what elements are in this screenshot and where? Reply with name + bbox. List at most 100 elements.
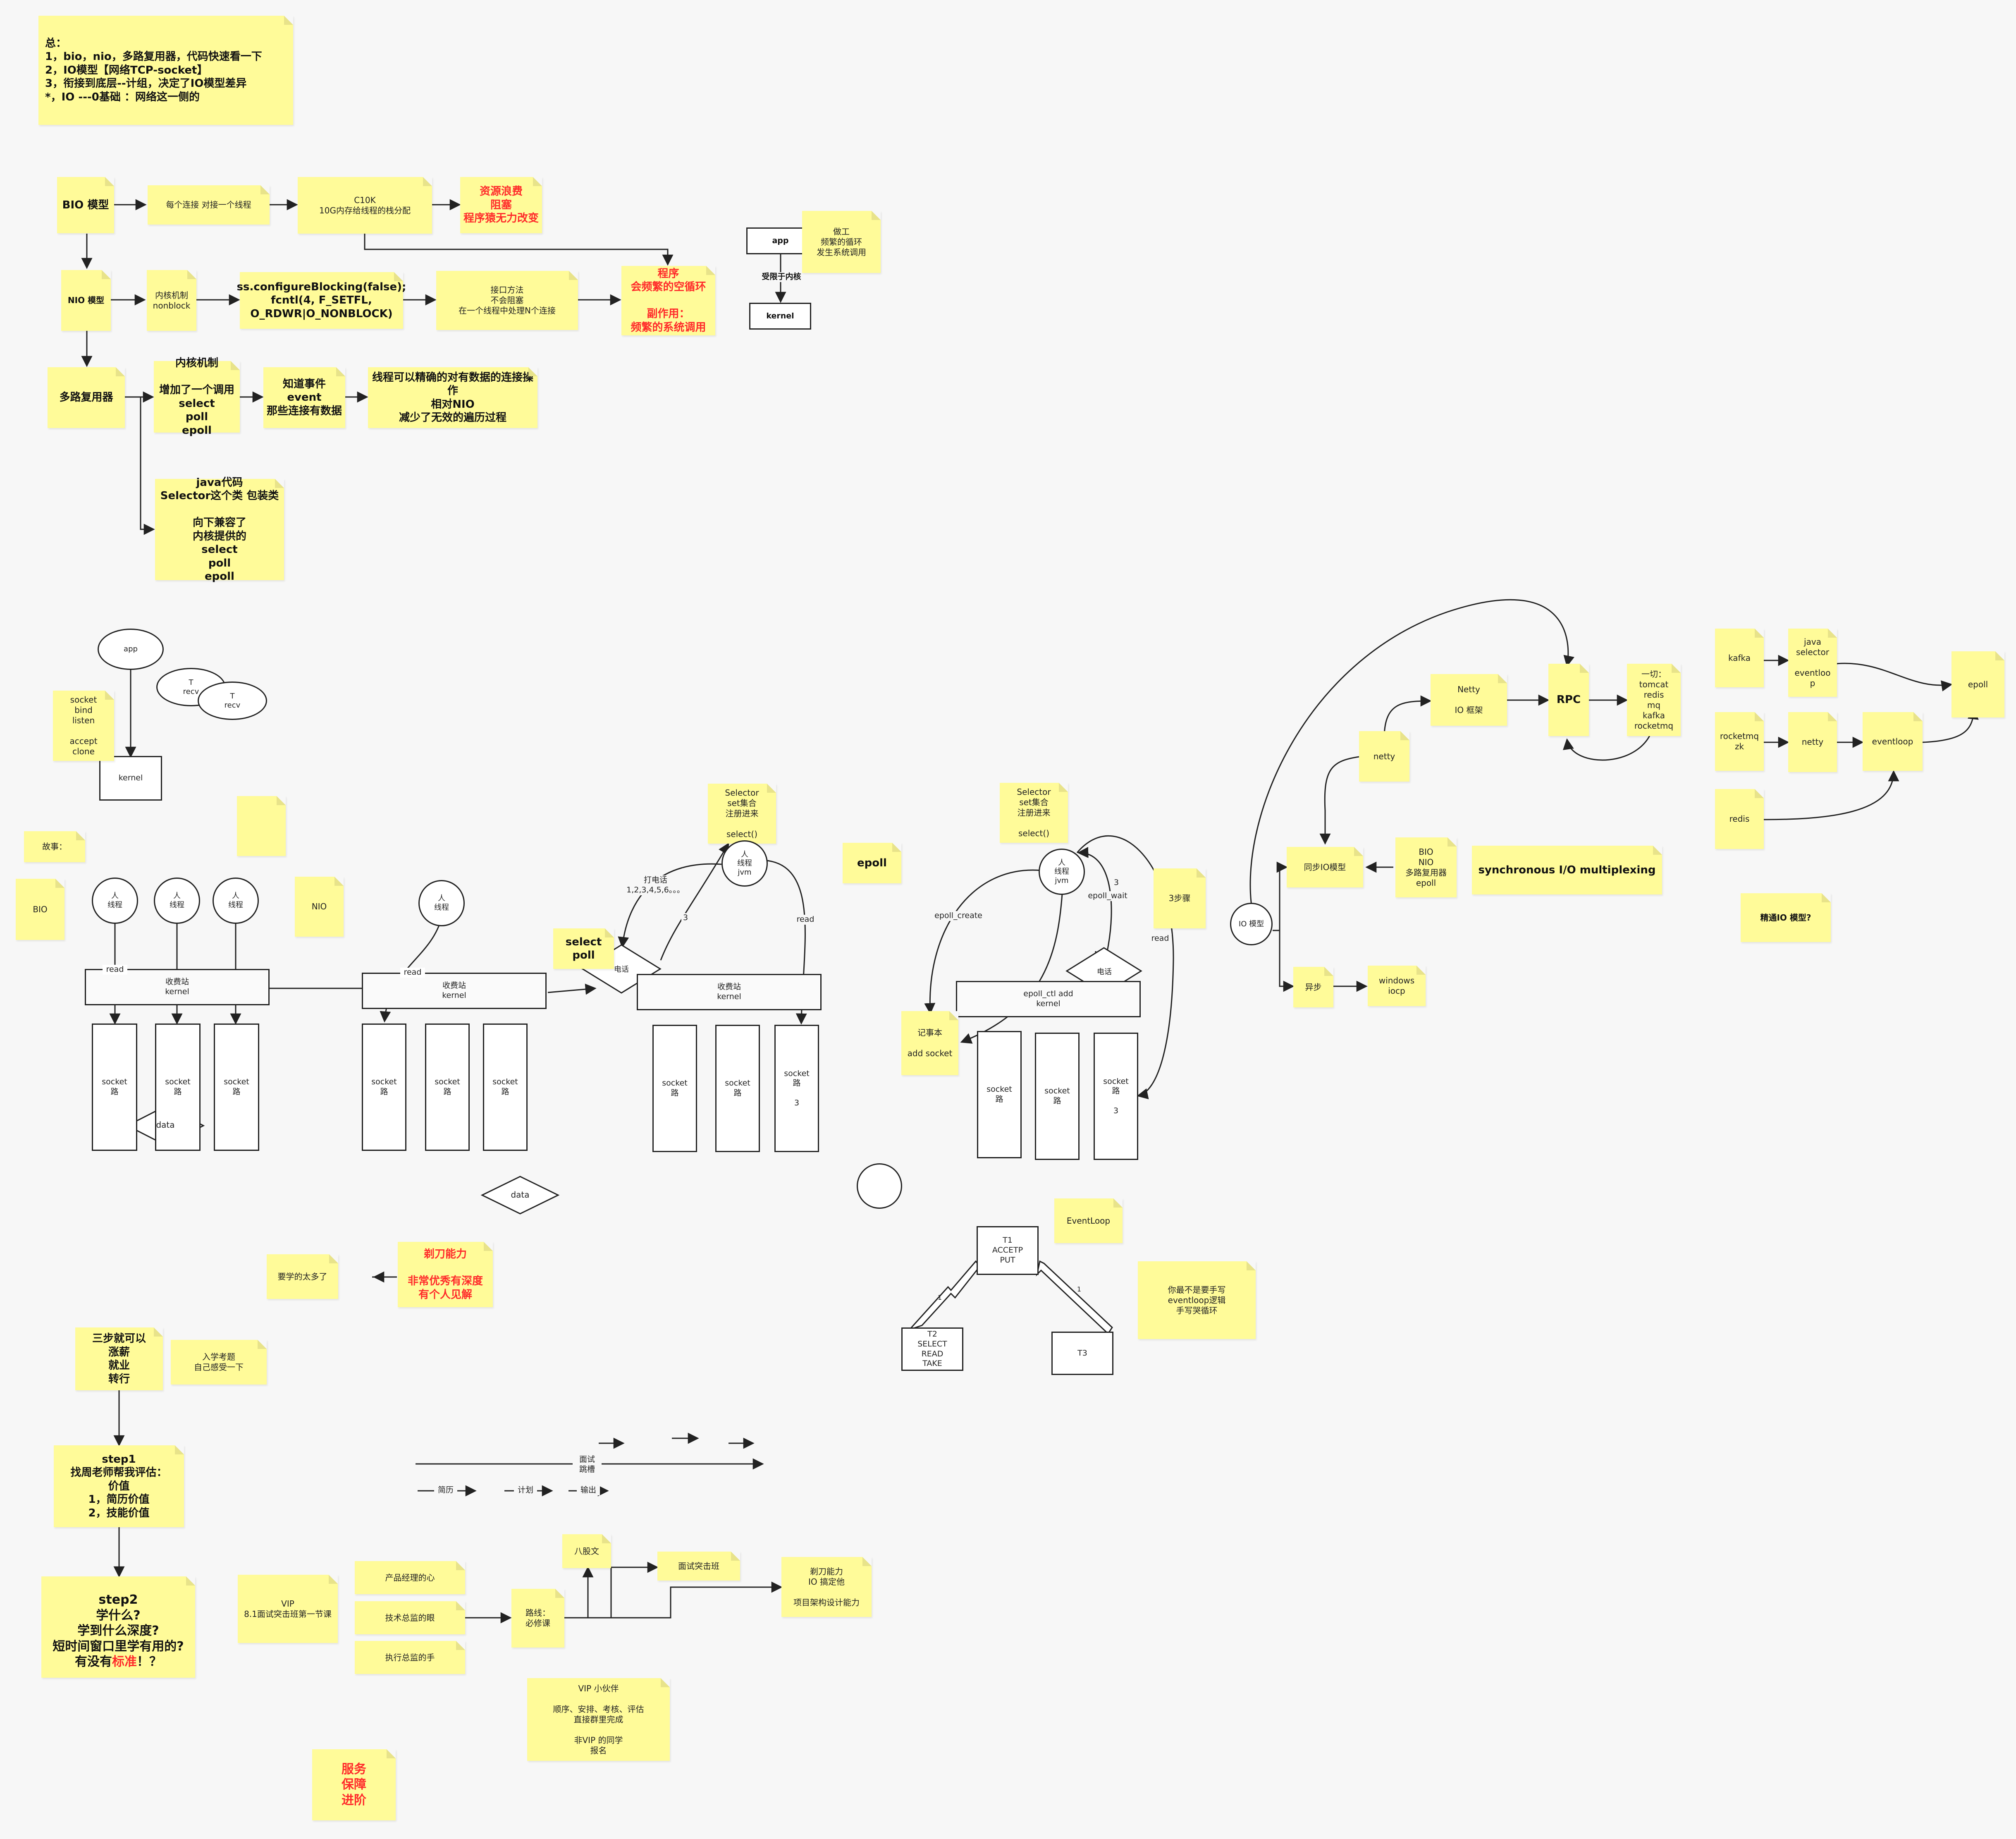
master-io-note: 精通IO 模型? bbox=[1741, 893, 1831, 942]
interview-class-note: 面试突击班 bbox=[657, 1552, 740, 1581]
step2-text: step2 学什么? 学到什么深度? 短时间窗口里学有用的? 有没有 bbox=[53, 1593, 184, 1669]
nio-person: 人 线程 bbox=[418, 880, 465, 926]
kernel-limit-label: 受限于内核 bbox=[750, 272, 812, 282]
select-socket-road-2: socket 路 bbox=[715, 1025, 760, 1152]
bio-read-label: read bbox=[103, 965, 127, 975]
nio-toll-station: 收费站 kernel bbox=[362, 973, 547, 1009]
interview-label: 面试 跳槽 bbox=[573, 1455, 602, 1475]
bio-person-1: 人 线程 bbox=[92, 878, 138, 924]
rocketmq-note: rocketmq zk bbox=[1715, 712, 1764, 771]
bio-per-thread-note: 每个连接 对接一个线程 bbox=[148, 185, 270, 225]
eventloop-arrow-a-label: 1 bbox=[937, 1294, 942, 1301]
bio-person-2: 人 线程 bbox=[154, 878, 200, 924]
exec-chief-note: 执行总监的手 bbox=[355, 1641, 465, 1674]
summary-note: 总： 1，bio，nio，多路复用器，代码快速看一下 2，IO模型【网络TCP-… bbox=[38, 16, 293, 125]
epoll-socket-road-1: socket 路 bbox=[977, 1031, 1022, 1158]
three-steps-note: 三步就可以 涨薪 就业 转行 bbox=[75, 1327, 163, 1390]
resume-label: 简历 bbox=[434, 1485, 457, 1495]
netty-user-note: netty bbox=[1788, 712, 1837, 772]
netty-small-note: netty bbox=[1359, 731, 1409, 782]
io-model-root: IO 模型 bbox=[1230, 903, 1273, 945]
entry-exam-note: 入学考题 自己感受一下 bbox=[171, 1340, 267, 1385]
knife-project-note: 剃刀能力 IO 搞定他 项目架构设计能力 bbox=[781, 1557, 872, 1617]
mux-events-note: 知道事件 event 那些连接有数据 bbox=[263, 367, 345, 428]
epoll-wait-label: epoll_wait bbox=[1087, 891, 1128, 901]
epoll-target-note: epoll bbox=[1952, 651, 2004, 717]
knife-skill-note: 剃刀能力 非常优秀有深度 有个人见解 bbox=[398, 1242, 493, 1307]
output-label: 输出 bbox=[577, 1485, 600, 1495]
bio-data-label: data bbox=[156, 1120, 175, 1130]
epoll-jvm-person: 人 线程 jvm bbox=[1039, 849, 1085, 895]
epoll-read-label: read bbox=[1149, 934, 1172, 944]
story-three-steps-note: 3步骤 bbox=[1154, 868, 1206, 928]
bio-socket-road-1: socket 路 bbox=[92, 1024, 137, 1151]
epoll-create-label: epoll_create bbox=[934, 911, 983, 921]
windows-iocp-note: windows iocp bbox=[1368, 966, 1426, 1006]
socket-app-ellipse: app bbox=[98, 629, 164, 670]
plan-label: 计划 bbox=[514, 1485, 537, 1495]
kafka-note: kafka bbox=[1715, 629, 1764, 687]
vip-partner-note: VIP 小伙伴 顺序、安排、考核、评估 直接群里完成 非VIP 的同学 报名 bbox=[527, 1678, 670, 1761]
thread-t2-ellipse: T recv bbox=[198, 682, 267, 720]
empty-circle bbox=[857, 1163, 902, 1209]
story-select-poll-note: select poll bbox=[553, 928, 614, 969]
story-bio-note: BIO bbox=[16, 879, 64, 940]
select-three-label: 3 bbox=[681, 913, 690, 923]
select-socket-road-3: socket 路 3 bbox=[774, 1025, 819, 1152]
too-much-note: 要学的太多了 bbox=[267, 1254, 338, 1299]
eventloop-warning-note: 你最不是要手写 eventloop逻辑 手写哭循环 bbox=[1138, 1261, 1256, 1339]
select-read-label: read bbox=[793, 915, 818, 925]
bio-list-note: BIO NIO 多路复用器 epoll bbox=[1395, 837, 1457, 897]
nio-socket-road-3: socket 路 bbox=[483, 1024, 528, 1151]
epoll-three-label: 3 bbox=[1112, 878, 1120, 888]
mux-precise-note: 线程可以精确的对有数据的连接操作 相对NIO 减少了无效的遍历过程 bbox=[368, 367, 537, 428]
route-note: 路线： 必修课 bbox=[511, 1589, 564, 1648]
socket-calls-note: socket bind listen accept clone bbox=[53, 691, 114, 761]
eventloop-t3-box: T3 bbox=[1051, 1332, 1113, 1375]
eventloop-user-note: eventloop bbox=[1863, 712, 1923, 771]
story-label-note: 故事： bbox=[24, 831, 85, 862]
eight-legged-note: 八股文 bbox=[562, 1534, 611, 1568]
nio-socket-road-1: socket 路 bbox=[362, 1024, 406, 1151]
nio-interface-note: 接口方法 不会阻塞 在一个线程中处理N个连接 bbox=[436, 271, 578, 330]
nio-data-diamond bbox=[480, 1176, 560, 1215]
epoll-socket-road-2: socket 路 bbox=[1035, 1033, 1080, 1160]
kernel-box: kernel bbox=[749, 303, 811, 330]
epoll-phone-label: 电话 bbox=[1097, 968, 1112, 976]
tech-chief-note: 技术总监的眼 bbox=[355, 1601, 465, 1634]
rpc-users-note: 一切： tomcat redis mq kafka rocketmq bbox=[1627, 664, 1681, 736]
nio-kernel-note: 内核机制 nonblock bbox=[147, 270, 196, 331]
vip-class-note: VIP 8.1面试突击班第一节课 bbox=[238, 1575, 338, 1643]
select-jvm-person: 人 线程 jvm bbox=[721, 840, 768, 887]
nio-code-note: ss.configureBlocking(false); fcntl(4, F_… bbox=[237, 272, 406, 329]
nio-problems-note: 程序 会频繁的空循环 副作用： 频繁的系统调用 bbox=[621, 266, 715, 335]
bio-problems-note: 资源浪费 阻塞 程序猿无力改变 bbox=[460, 177, 542, 233]
sync-io-note: 同步IO模型 bbox=[1287, 847, 1363, 887]
nio-data-label: data bbox=[511, 1190, 530, 1200]
rpc-note: RPC bbox=[1548, 664, 1589, 736]
select-phone-label: 电话 bbox=[614, 965, 629, 974]
product-mind-note: 产品经理的心 bbox=[355, 1561, 465, 1594]
mux-kernel-note: 内核机制 增加了一个调用 select poll epoll bbox=[154, 357, 240, 437]
sync-mux-note: synchronous I/O multiplexing bbox=[1472, 846, 1662, 894]
bio-person-3: 人 线程 bbox=[213, 878, 259, 924]
eventloop-arrow-b-label: 1 bbox=[1077, 1285, 1082, 1293]
redis-note: redis bbox=[1715, 789, 1764, 849]
syscall-side-note: 做工 频繁的循环 发生系统调用 bbox=[802, 211, 881, 273]
nio-read-label: read bbox=[400, 968, 425, 978]
bio-model-note: BIO 模型 bbox=[57, 177, 114, 233]
epoll-socket-road-3: socket 路 3 bbox=[1094, 1033, 1138, 1160]
nio-socket-road-2: socket 路 bbox=[425, 1024, 470, 1151]
select-call-label: 打电话 1,2,3,4,5,6。。。 bbox=[619, 875, 692, 895]
story-epoll-note: epoll bbox=[843, 843, 901, 883]
eventloop-label-note: EventLoop bbox=[1054, 1198, 1123, 1243]
c10k-note: C10K 10G内存给线程的栈分配 bbox=[298, 177, 432, 234]
select-socket-road-1: socket 路 bbox=[652, 1025, 697, 1152]
select-toll-station: 收费站 kernel bbox=[637, 974, 822, 1010]
select-selector-note: Selector set集合 注册进来 select() bbox=[708, 784, 776, 844]
bio-socket-road-2: socket 路 bbox=[155, 1024, 201, 1151]
eventloop-t2-box: T2 SELECT READ TAKE bbox=[901, 1327, 963, 1371]
mux-model-note: 多路复用器 bbox=[48, 367, 125, 428]
step2-note: step2 学什么? 学到什么深度? 短时间窗口里学有用的? 有没有标准！？ bbox=[41, 1576, 195, 1678]
java-selector-note: java selector eventloo p bbox=[1788, 629, 1837, 697]
